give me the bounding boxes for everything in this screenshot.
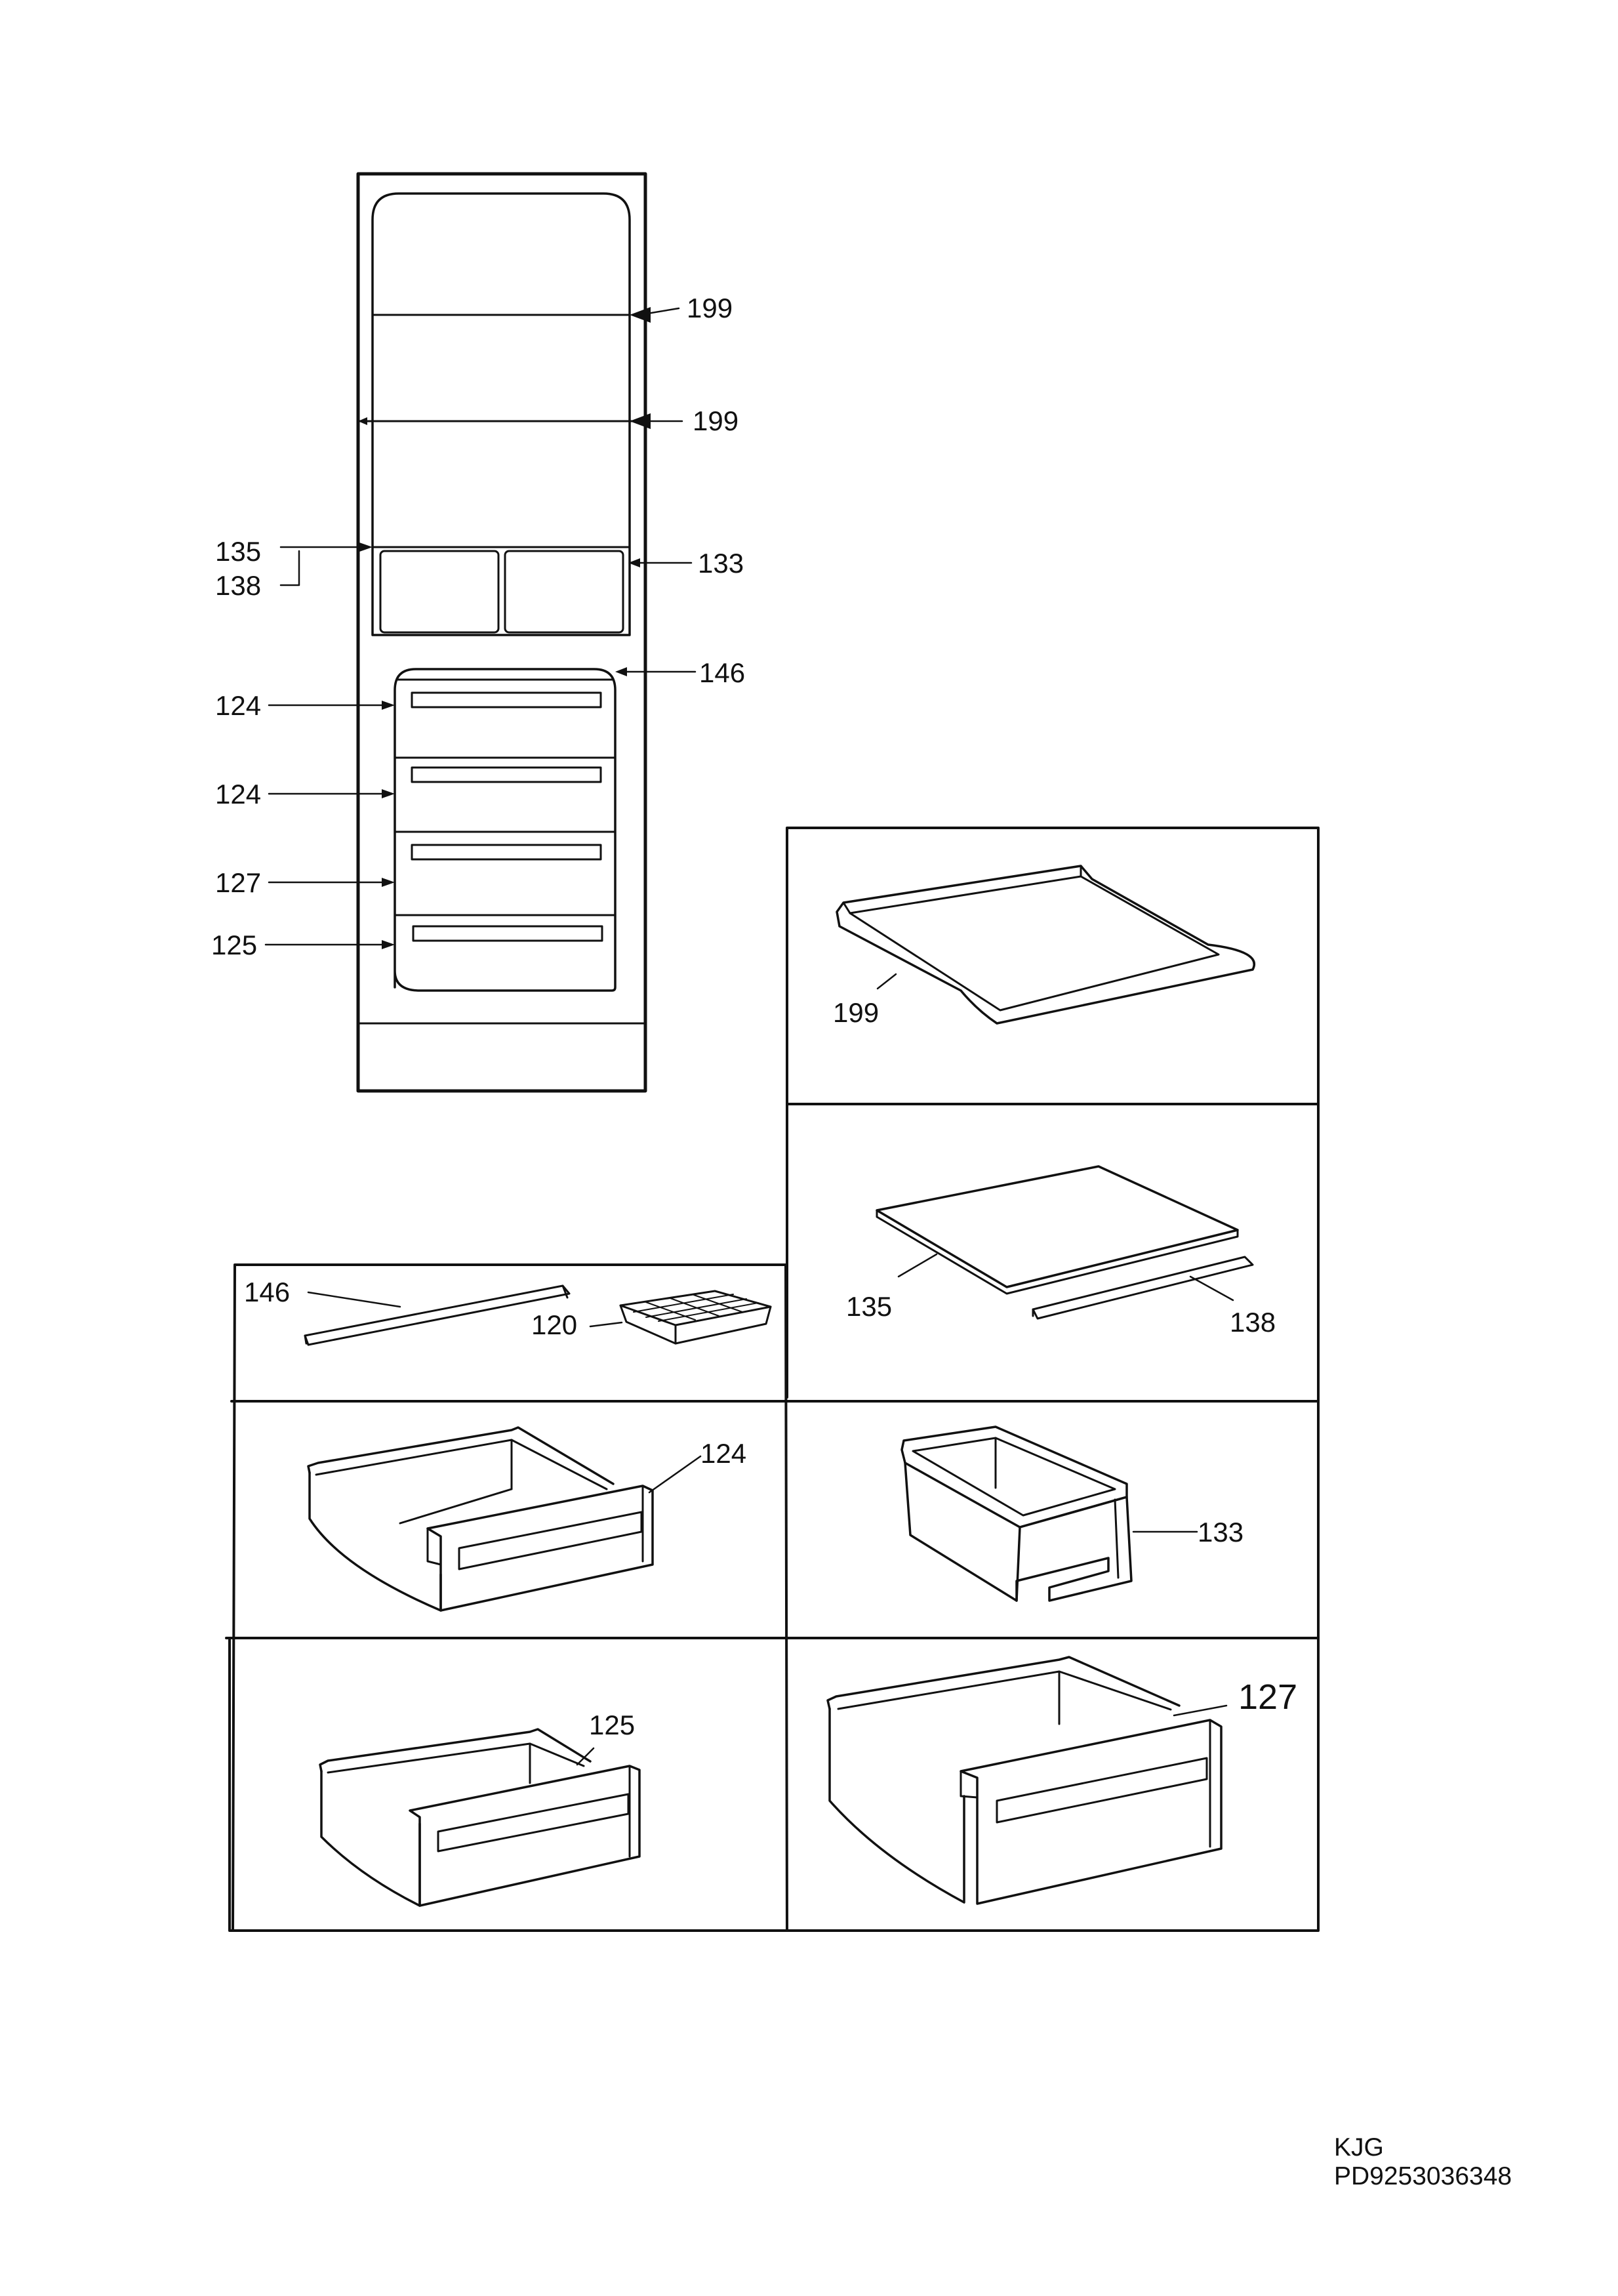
part-drawer-124: 124 — [307, 1426, 746, 1612]
label-part-127: 127 — [1238, 1677, 1297, 1717]
label-shelf-upper: 199 — [687, 293, 733, 323]
part-trim-146-icetray-120: 146 120 — [244, 1277, 772, 1346]
cabinet-overview: 199 199 135 138 133 146 124 124 127 125 — [211, 172, 745, 1093]
parts-grid — [225, 827, 1320, 1932]
label-drawer-4: 125 — [211, 930, 257, 960]
part-drawer-127: 127 — [826, 1656, 1297, 1905]
leader-lines — [264, 307, 697, 949]
label-part-120: 120 — [531, 1309, 577, 1340]
label-drawer-3: 127 — [215, 867, 261, 898]
label-drawer-1: 124 — [215, 690, 261, 721]
label-part-135: 135 — [846, 1291, 892, 1322]
label-drawer-2: 124 — [215, 779, 261, 810]
label-part-133: 133 — [1198, 1517, 1244, 1548]
part-glass-135-trim-138: 135 138 — [846, 1165, 1276, 1338]
label-glass-shelf: 135 — [215, 536, 261, 567]
label-box-right: 133 — [698, 548, 744, 579]
footer-code: KJG — [1334, 2133, 1384, 2162]
label-part-199: 199 — [833, 997, 879, 1028]
part-drawer-125: 125 — [319, 1710, 641, 1907]
label-part-124: 124 — [700, 1438, 746, 1469]
label-shelf-trim: 138 — [215, 570, 261, 601]
label-shelf-lower: 199 — [693, 405, 738, 436]
part-shelf-199: 199 — [833, 865, 1255, 1028]
label-part-138: 138 — [1230, 1307, 1276, 1338]
label-part-146: 146 — [244, 1277, 290, 1307]
footer-part-number: PD9253036348 — [1334, 2162, 1512, 2190]
label-part-125: 125 — [589, 1710, 635, 1740]
part-box-133: 133 — [900, 1425, 1244, 1602]
label-drawer-cover-trim: 146 — [699, 657, 745, 688]
drawing-reference: KJG PD9253036348 — [1334, 2133, 1512, 2191]
